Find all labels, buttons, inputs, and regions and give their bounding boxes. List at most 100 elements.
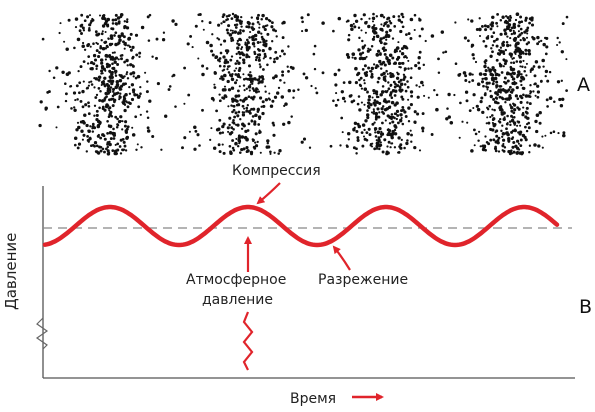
- air-particle: [80, 129, 84, 133]
- air-particle: [114, 115, 118, 119]
- air-particle: [560, 97, 565, 102]
- air-particle: [399, 29, 403, 34]
- air-particle: [505, 127, 508, 131]
- air-particle: [387, 128, 390, 131]
- air-particle: [243, 111, 246, 114]
- air-particle: [491, 114, 494, 117]
- air-particle: [282, 20, 286, 25]
- air-particle: [240, 135, 245, 139]
- air-particle: [400, 138, 403, 141]
- air-particle: [122, 35, 126, 39]
- air-particle: [528, 151, 531, 154]
- air-particle: [310, 84, 313, 88]
- air-particle: [79, 24, 83, 28]
- air-particle: [232, 104, 236, 108]
- air-particle: [529, 84, 532, 87]
- air-particle: [517, 148, 521, 151]
- air-particle: [257, 107, 260, 111]
- air-particle: [109, 137, 113, 141]
- air-particle: [128, 85, 131, 89]
- air-particle: [518, 55, 522, 59]
- air-particle: [528, 102, 532, 106]
- air-particle: [220, 75, 224, 79]
- air-particle: [155, 56, 158, 60]
- air-particle: [217, 127, 221, 131]
- air-particle: [217, 143, 221, 147]
- air-particle: [239, 98, 242, 102]
- air-particle: [421, 129, 425, 133]
- air-particle: [257, 123, 261, 126]
- air-particle: [517, 70, 521, 74]
- air-particle: [421, 84, 425, 87]
- air-particle: [117, 41, 121, 45]
- air-particle: [376, 130, 381, 135]
- air-particle: [100, 61, 104, 65]
- air-particle: [413, 13, 417, 17]
- air-particle: [227, 24, 231, 28]
- air-particle: [341, 131, 344, 134]
- air-particle: [357, 95, 361, 98]
- air-particle: [509, 104, 512, 107]
- air-particle: [369, 70, 373, 73]
- air-particle: [106, 132, 109, 135]
- air-particle: [485, 140, 489, 144]
- air-particle: [114, 18, 118, 22]
- air-particle: [300, 16, 304, 20]
- air-particle: [506, 79, 510, 83]
- air-particle: [390, 142, 393, 145]
- air-particle: [121, 128, 124, 131]
- air-particle: [381, 29, 384, 32]
- air-particle: [393, 124, 397, 128]
- air-particle: [387, 132, 391, 136]
- air-particle: [112, 66, 116, 71]
- air-particle: [100, 83, 103, 87]
- air-particle: [475, 104, 479, 108]
- air-particle: [227, 105, 230, 108]
- air-particle: [373, 103, 377, 107]
- air-particle: [511, 136, 515, 139]
- air-particle: [329, 144, 333, 148]
- air-particle: [524, 52, 528, 56]
- air-particle: [106, 145, 110, 149]
- air-particle: [511, 78, 515, 81]
- air-particle: [245, 106, 249, 110]
- air-particle: [108, 142, 112, 147]
- air-particle: [83, 19, 87, 23]
- air-particle: [125, 58, 129, 63]
- air-particle: [82, 121, 86, 125]
- air-particle: [287, 120, 291, 125]
- air-particle: [257, 58, 261, 62]
- air-particle: [223, 64, 226, 68]
- air-particle: [210, 96, 215, 101]
- air-particle: [486, 24, 490, 29]
- air-particle: [517, 30, 520, 33]
- air-particle: [513, 37, 517, 40]
- air-particle: [101, 47, 106, 51]
- air-particle: [174, 22, 178, 26]
- air-particle: [504, 89, 507, 92]
- air-particle: [95, 67, 98, 71]
- air-particle: [91, 125, 95, 129]
- air-particle: [501, 15, 505, 19]
- air-particle: [210, 49, 214, 53]
- air-particle: [226, 79, 230, 84]
- air-particle: [381, 47, 385, 51]
- air-particle: [270, 21, 274, 25]
- air-particle: [279, 78, 282, 82]
- air-particle: [404, 89, 408, 93]
- air-particle: [90, 19, 94, 23]
- air-particle: [118, 73, 121, 77]
- air-particle: [501, 138, 506, 142]
- air-particle: [409, 17, 414, 22]
- air-particle: [120, 54, 124, 57]
- air-particle: [394, 82, 397, 86]
- air-particle: [502, 149, 506, 153]
- air-particle: [379, 93, 383, 97]
- air-particle: [124, 129, 128, 133]
- air-particle: [65, 47, 69, 51]
- panel-a-label: A: [577, 74, 590, 96]
- air-particle: [230, 104, 233, 107]
- air-particle: [82, 80, 85, 83]
- air-particle: [73, 46, 76, 50]
- air-particle: [115, 91, 119, 96]
